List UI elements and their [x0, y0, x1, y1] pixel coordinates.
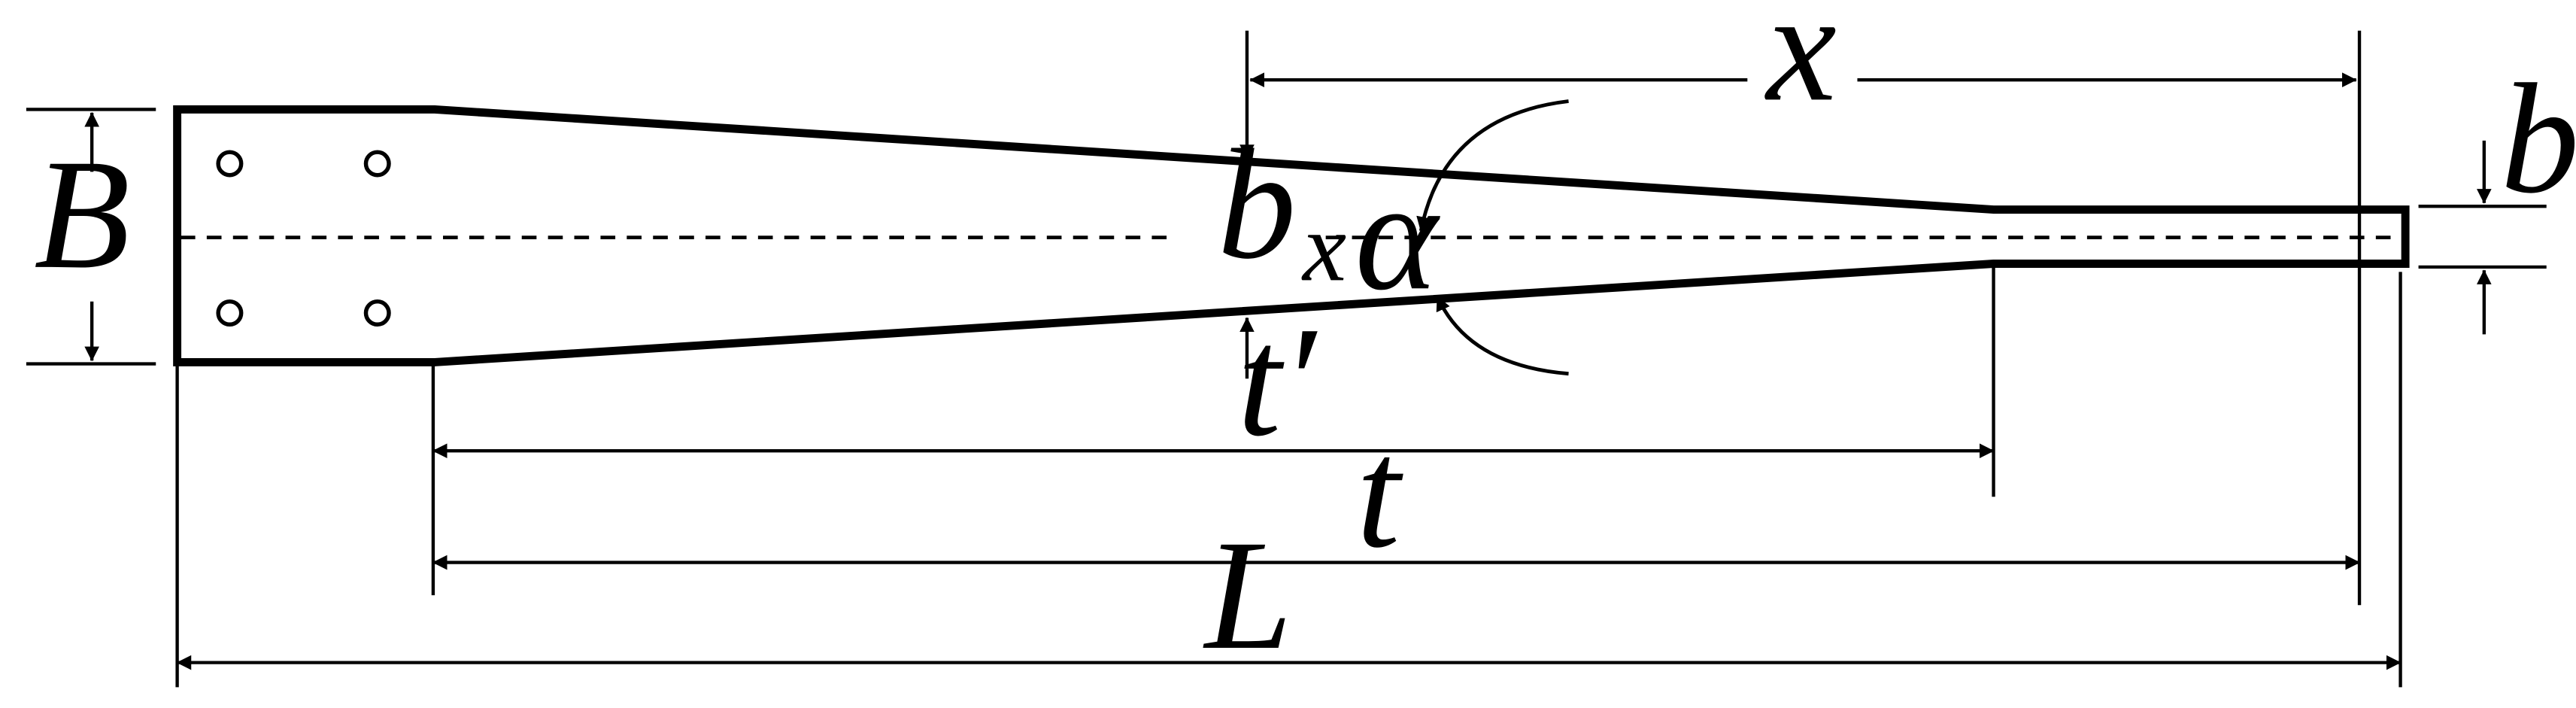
- bolt-hole: [363, 299, 391, 327]
- label-x: x: [1764, 0, 1837, 134]
- bolt-hole: [216, 150, 244, 178]
- angle-alpha: [1416, 99, 1569, 376]
- bolt-hole: [216, 299, 244, 327]
- label-B: B: [34, 127, 130, 302]
- label-L: L: [1203, 508, 1292, 682]
- label-bx-subscript: x: [1301, 193, 1346, 302]
- label-t: t: [1356, 406, 1403, 581]
- bolt-hole: [363, 150, 391, 178]
- bolt-holes: [216, 150, 391, 327]
- label-bx-main: b: [1218, 117, 1297, 292]
- label-t-prime: t′: [1237, 294, 1318, 469]
- label-alpha: α: [1355, 148, 1441, 323]
- label-b: b: [2501, 52, 2576, 226]
- beam-outline: [173, 105, 2410, 366]
